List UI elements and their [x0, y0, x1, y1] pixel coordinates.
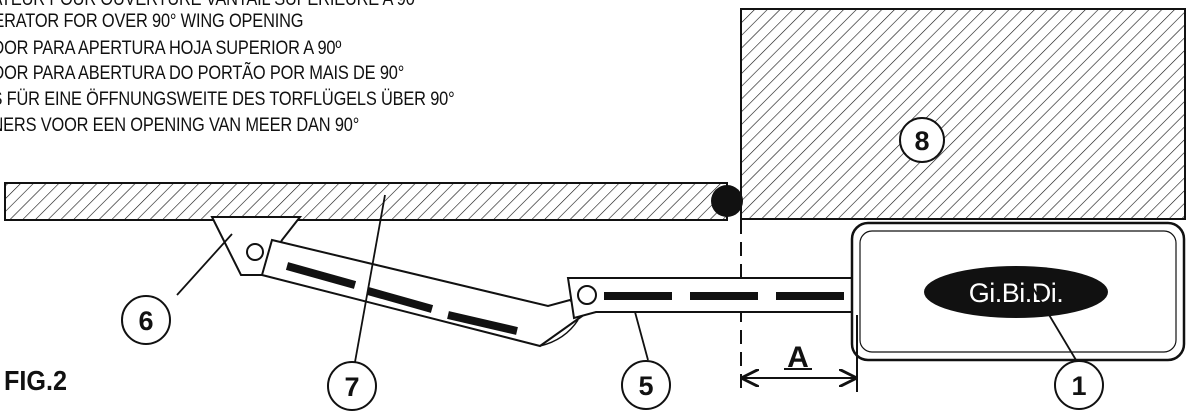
svg-text:6: 6 [138, 306, 153, 336]
caption-line-5: EBS FÜR EINE ÖFFNUNGSWEITE DES TORFLÜGEL… [0, 88, 455, 110]
svg-text:8: 8 [914, 126, 929, 156]
callout-6: 6 [121, 295, 171, 345]
caption-line-4: RADOR PARA ABERTURA DO PORTÃO POR MAIS D… [0, 62, 405, 84]
caption-line-3: RADOR PARA APERTURA HOJA SUPERIOR A 90º [0, 37, 342, 59]
dimension-a-label: A [787, 341, 809, 374]
articulated-arm [260, 238, 587, 348]
callout-7: 7 [327, 361, 377, 411]
brand-logo-oval [924, 266, 1108, 318]
caption-line-6: PENERS VOOR EEN OPENING VAN MEER DAN 90° [0, 114, 360, 136]
operator-body-inner [859, 230, 1177, 353]
caption-line-2: OPERATOR FOR OVER 90° WING OPENING [0, 10, 304, 32]
brand-logo-text: Gi.Bi.Di. [969, 278, 1064, 308]
rod-pivot [577, 285, 597, 305]
bracket-pivot [246, 243, 264, 261]
svg-text:5: 5 [638, 371, 653, 401]
pillar-wall [740, 8, 1186, 220]
caption-line-1: TRATEUR POUR OUVERTURE VANTAIL SUPERIEUR… [0, 0, 421, 11]
hinge-point [711, 185, 743, 217]
callout-5: 5 [621, 360, 671, 410]
callout-leaders [176, 194, 1077, 363]
callout-1: 1 [1054, 360, 1104, 410]
arm-slot-marks [285, 262, 518, 335]
svg-text:1: 1 [1071, 371, 1086, 401]
gate-leaf [4, 182, 728, 221]
figure-label: FIG.2 [4, 365, 68, 396]
callout-8: 8 [899, 117, 945, 163]
arm-elbow-curve [539, 319, 579, 347]
svg-text:7: 7 [344, 372, 359, 402]
